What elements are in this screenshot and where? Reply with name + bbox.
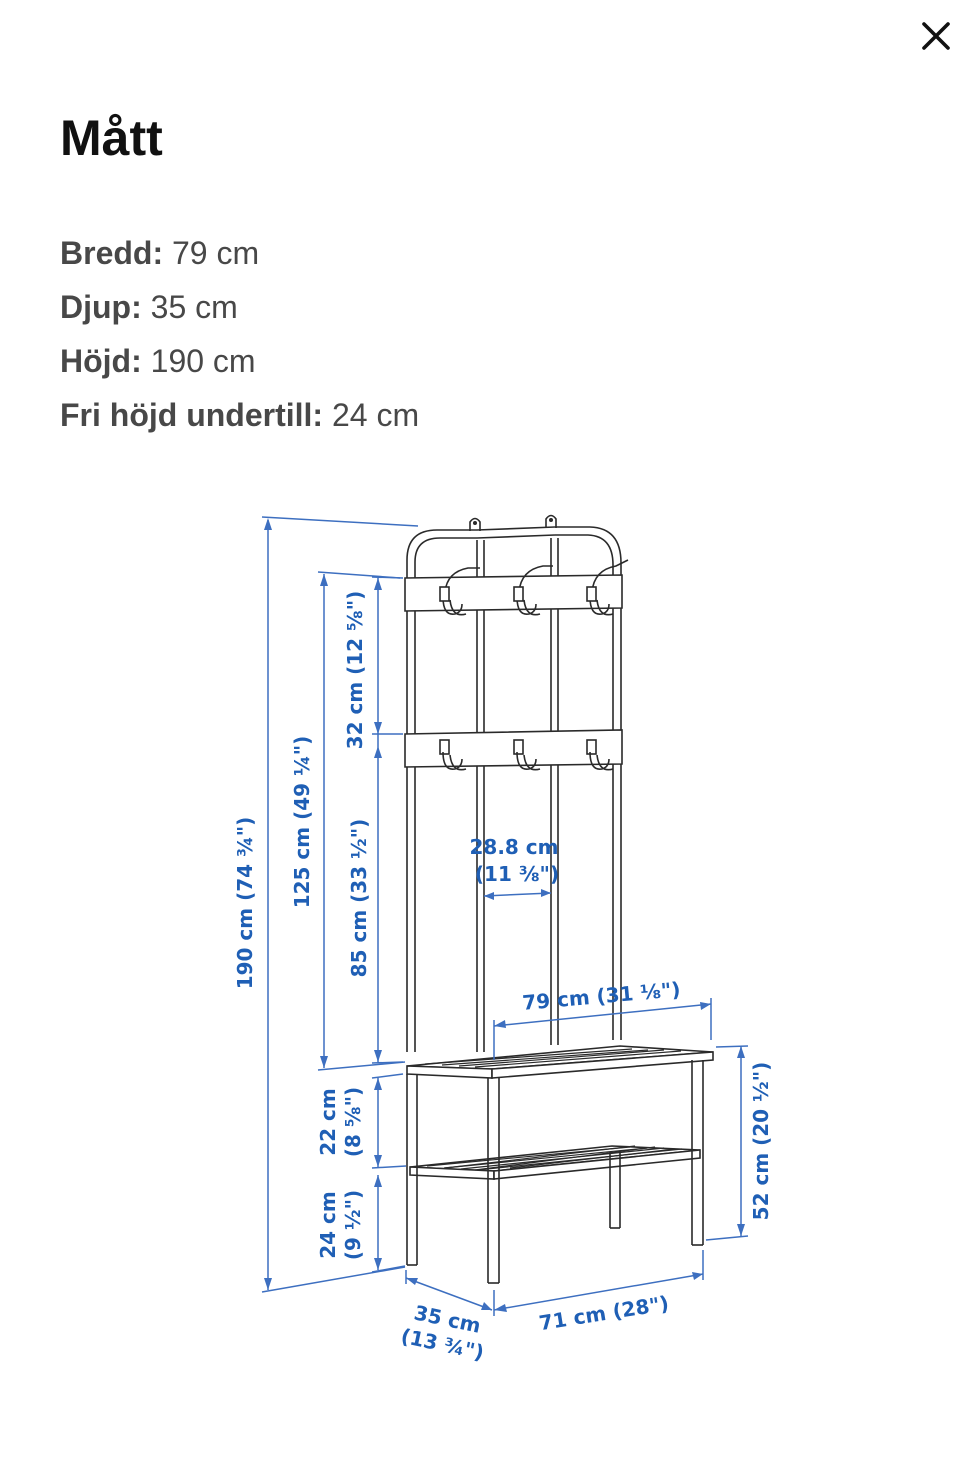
dimension-lines (261, 516, 749, 1316)
close-icon (922, 22, 950, 50)
label-upper-height: 85 cm (33 ½") (347, 819, 371, 978)
label-bench-height: 52 cm (20 ½") (749, 1062, 773, 1221)
dimension-diagram: 190 cm (74 ¾") 125 cm (49 ¼") 32 cm (12 … (60, 500, 940, 1390)
label-total-height: 190 cm (74 ¾") (233, 817, 257, 990)
spec-depth-value: 35 cm (150, 289, 238, 325)
spec-width: Bredd: 79 cm (60, 226, 419, 280)
bench (406, 1045, 714, 1284)
label-hook-spacing: 32 cm (12 ⅝") (343, 591, 367, 750)
label-inner-width-line1: 28.8 cm (469, 835, 558, 859)
spec-width-value: 79 cm (172, 235, 260, 271)
label-floor-gap-line1: 24 cm (316, 1191, 340, 1259)
page-title: Mått (60, 110, 163, 166)
coat-hooks (439, 559, 629, 771)
label-hook-height: 125 cm (49 ¼") (290, 736, 314, 909)
coat-rack-drawing: 190 cm (74 ¾") 125 cm (49 ¼") 32 cm (12 … (233, 514, 773, 1365)
spec-depth: Djup: 35 cm (60, 280, 419, 334)
label-inner-width-line2: (11 ⅜") (475, 862, 559, 886)
spec-clearance-value: 24 cm (331, 397, 420, 433)
spec-depth-key: Djup: (60, 289, 142, 325)
spec-clearance-key: Fri höjd undertill: (60, 397, 324, 433)
spec-height-value: 190 cm (150, 343, 256, 379)
spec-width-key: Bredd: (60, 235, 164, 271)
close-button[interactable] (912, 12, 960, 60)
spec-clearance: Fri höjd undertill: 24 cm (60, 388, 419, 442)
label-floor-gap-line2: (9 ½") (341, 1190, 365, 1260)
dimension-labels: 190 cm (74 ¾") 125 cm (49 ¼") 32 cm (12 … (233, 591, 773, 1365)
label-base-width: 71 cm (28") (537, 1291, 670, 1335)
spec-height-key: Höjd: (60, 343, 142, 379)
label-shelf-gap-line1: 22 cm (316, 1088, 340, 1156)
label-shelf-gap-line2: (8 ⅝") (341, 1087, 365, 1157)
dimension-list: Bredd: 79 cm Djup: 35 cm Höjd: 190 cm Fr… (60, 226, 419, 442)
spec-height: Höjd: 190 cm (60, 334, 419, 388)
